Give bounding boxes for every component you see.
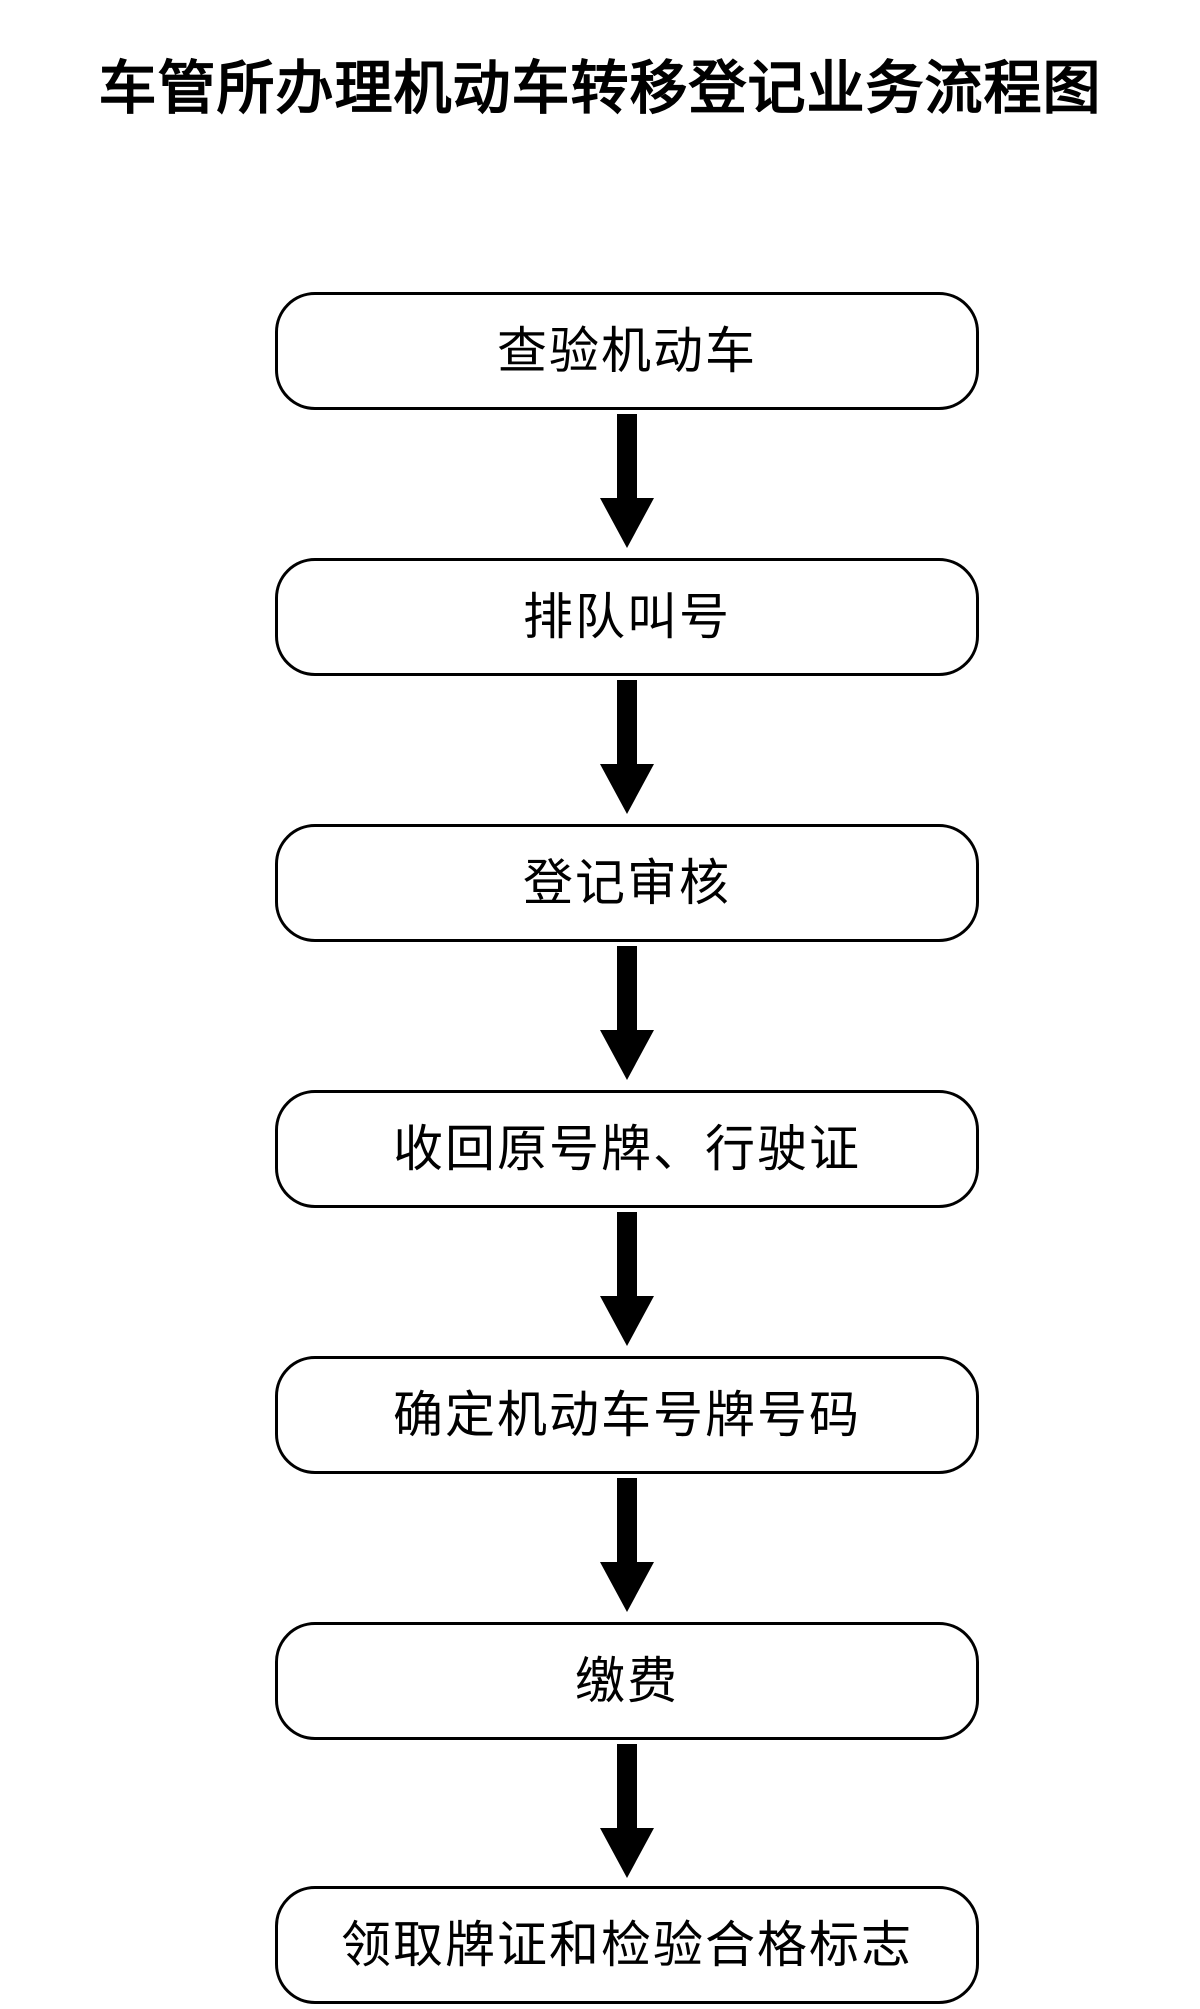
step-label: 排队叫号 — [523, 588, 731, 646]
step-box-registration-review: 登记审核 — [275, 824, 979, 942]
step-box-return-plates-license: 收回原号牌、行驶证 — [275, 1090, 979, 1208]
down-arrow-icon — [600, 1212, 654, 1346]
step-label: 领取牌证和检验合格标志 — [341, 1916, 913, 1974]
step-label: 登记审核 — [523, 854, 731, 912]
step-box-inspect-vehicle: 查验机动车 — [275, 292, 979, 410]
step-box-queue-number: 排队叫号 — [275, 558, 979, 676]
down-arrow-icon — [600, 1744, 654, 1878]
down-arrow-icon — [600, 414, 654, 548]
step-label: 查验机动车 — [497, 322, 757, 380]
step-box-pay-fees: 缴费 — [275, 1622, 979, 1740]
diagram-title: 车管所办理机动车转移登记业务流程图 — [98, 54, 1102, 122]
step-label: 缴费 — [575, 1652, 679, 1710]
down-arrow-icon — [600, 1478, 654, 1612]
step-label: 收回原号牌、行驶证 — [393, 1120, 861, 1178]
down-arrow-icon — [600, 680, 654, 814]
step-box-assign-plate-number: 确定机动车号牌号码 — [275, 1356, 979, 1474]
step-label: 确定机动车号牌号码 — [393, 1386, 861, 1444]
step-box-collect-plates-certificates: 领取牌证和检验合格标志 — [275, 1886, 979, 2004]
down-arrow-icon — [600, 946, 654, 1080]
